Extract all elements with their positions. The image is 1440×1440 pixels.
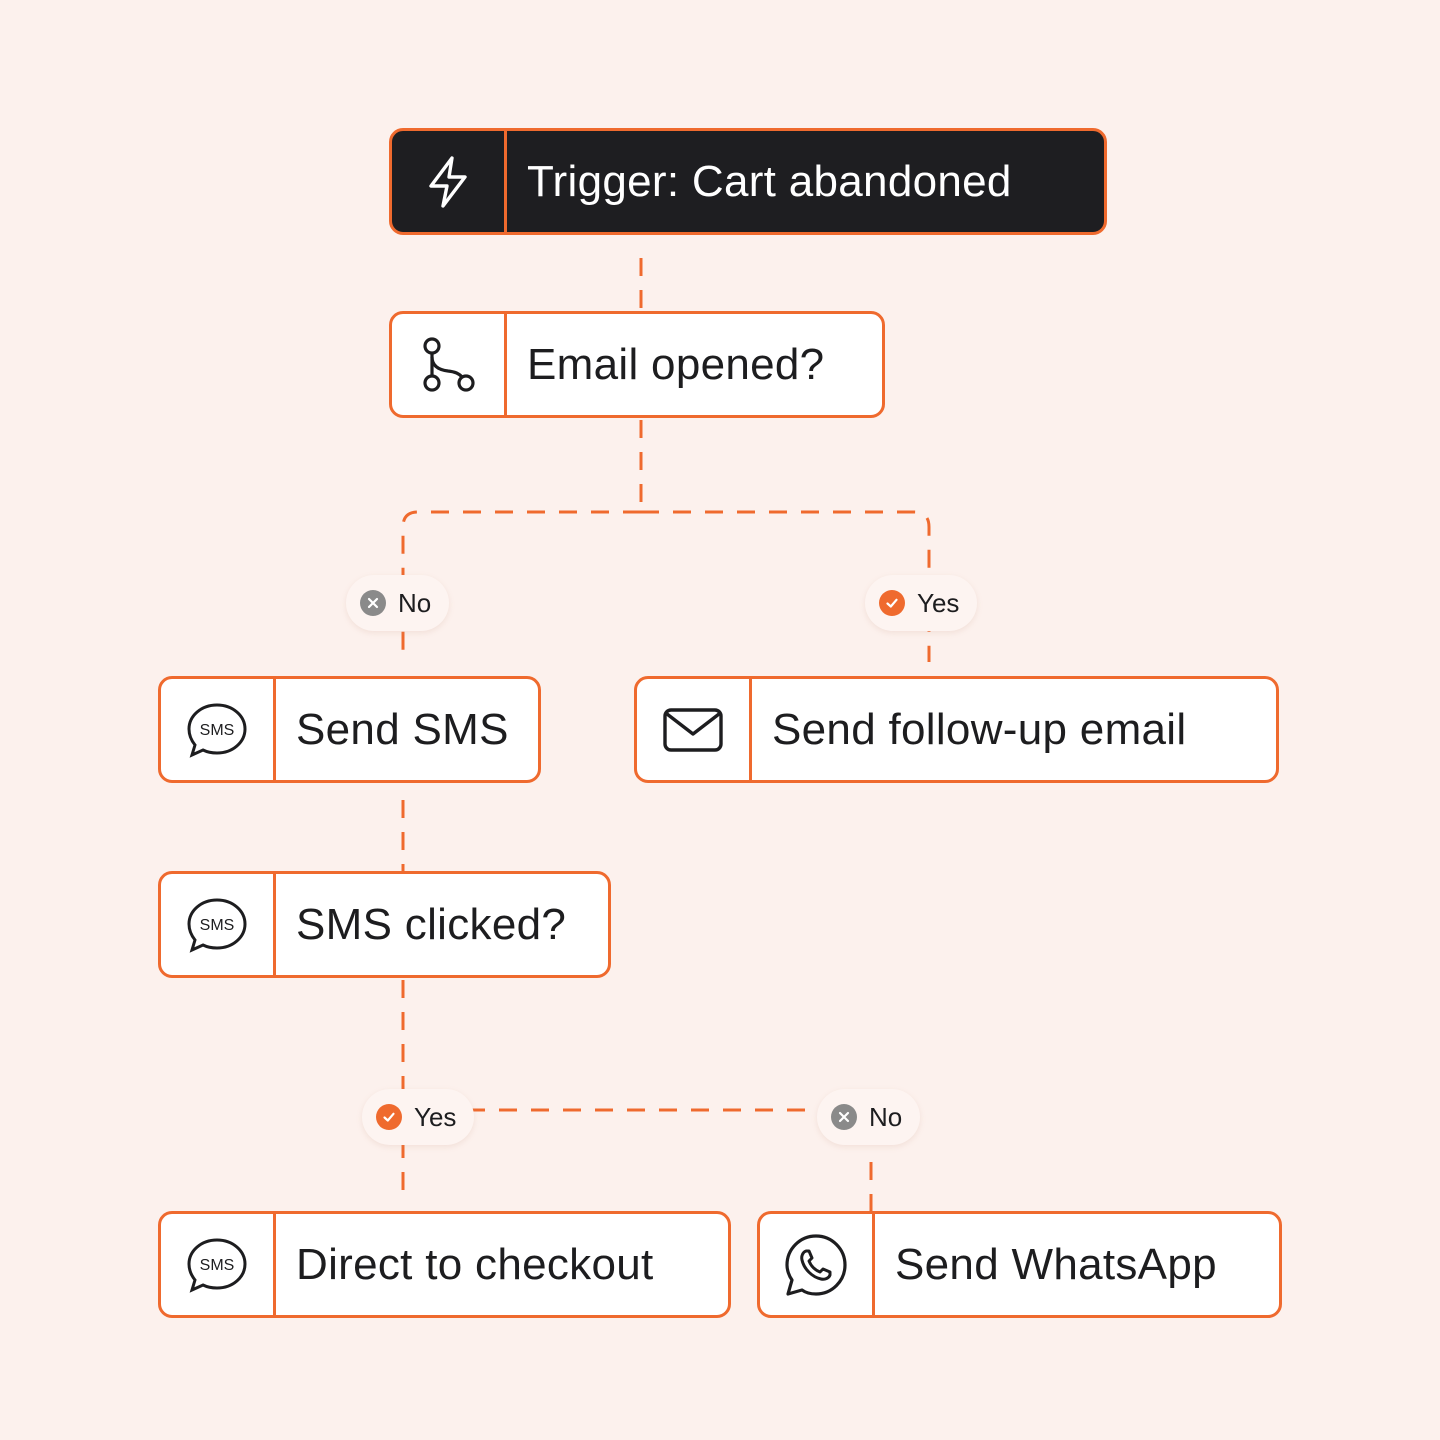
send-sms-node[interactable]: SMS Send SMS — [158, 676, 541, 783]
send-email-label: Send follow-up email — [772, 704, 1187, 754]
whatsapp-node[interactable]: Send WhatsApp — [757, 1211, 1282, 1318]
sms-no-label: No — [869, 1101, 903, 1132]
sms-bubble-icon: SMS — [161, 1214, 276, 1315]
email-opened-node[interactable]: Email opened? — [389, 311, 885, 418]
checkout-node[interactable]: SMS Direct to checkout — [158, 1211, 731, 1318]
x-circle-icon — [360, 590, 386, 616]
check-circle-icon — [376, 1104, 402, 1130]
trigger-label: Trigger: Cart abandoned — [527, 156, 1012, 206]
sms-yes-badge: Yes — [362, 1089, 475, 1145]
svg-text:SMS: SMS — [200, 722, 235, 739]
whatsapp-icon — [760, 1214, 875, 1315]
email-opened-label: Email opened? — [527, 339, 825, 389]
sms-no-badge: No — [817, 1089, 921, 1145]
envelope-icon — [637, 679, 752, 780]
checkout-label: Direct to checkout — [296, 1239, 654, 1289]
sms-bubble-icon: SMS — [161, 679, 276, 780]
branch-no-label: No — [398, 587, 432, 618]
whatsapp-label: Send WhatsApp — [895, 1239, 1217, 1289]
send-sms-label: Send SMS — [296, 704, 509, 754]
branch-yes-label: Yes — [917, 587, 960, 618]
branch-icon — [392, 314, 507, 415]
sms-clicked-label: SMS clicked? — [296, 899, 567, 949]
trigger-node[interactable]: Trigger: Cart abandoned — [389, 128, 1107, 235]
sms-bubble-icon: SMS — [161, 874, 276, 975]
svg-text:SMS: SMS — [200, 917, 235, 934]
send-email-node[interactable]: Send follow-up email — [634, 676, 1279, 783]
sms-clicked-node[interactable]: SMS SMS clicked? — [158, 871, 611, 978]
sms-yes-label: Yes — [414, 1101, 457, 1132]
branch-no-badge: No — [346, 575, 450, 631]
lightning-bolt-icon — [392, 131, 507, 232]
x-circle-icon — [831, 1104, 857, 1130]
connector-branch-no — [401, 510, 641, 662]
check-circle-icon — [879, 590, 905, 616]
connector-branch-yes — [641, 510, 931, 662]
branch-yes-badge: Yes — [865, 575, 978, 631]
svg-text:SMS: SMS — [200, 1257, 235, 1274]
